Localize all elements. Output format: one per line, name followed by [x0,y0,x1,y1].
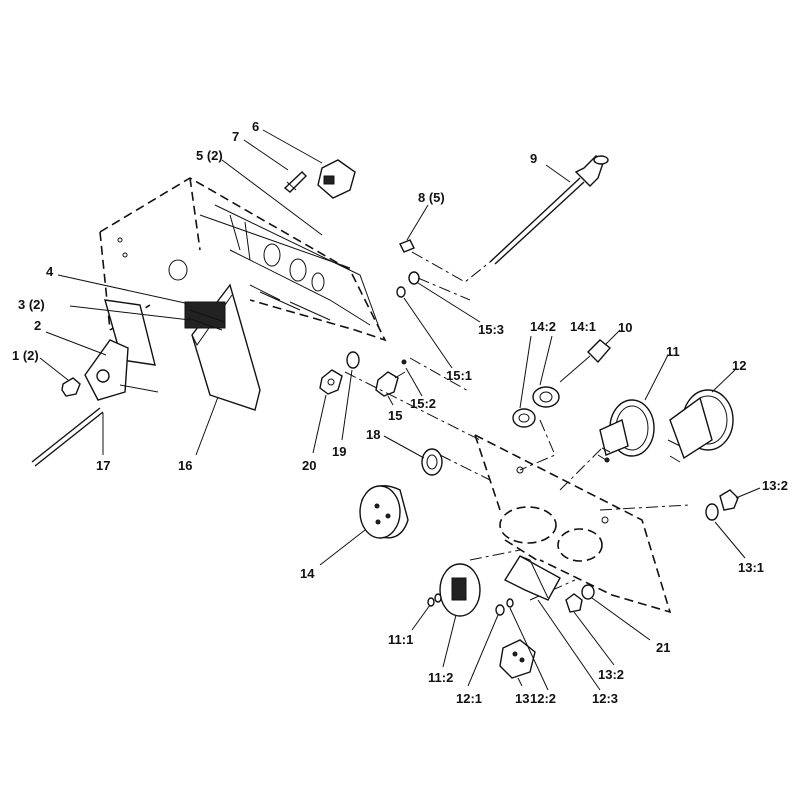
rod-17 [31,407,104,467]
washers-11-1 [427,593,442,607]
gauge-panel [474,434,672,614]
washer-19 [346,351,360,369]
callout-14: 14 [300,566,315,581]
nut-13-2-bottom [565,593,583,613]
ring-18 [421,448,443,476]
nut-20 [319,369,343,395]
bracket-3 [104,299,156,366]
callout-11-1: 11:1 [388,632,413,647]
circuit-board-16 [184,283,261,411]
callout-2: 2 [34,318,41,333]
callout-15-1: 15:1 [446,368,472,383]
callout-labels: 1 (2) 2 3 (2) 4 5 (2) 6 7 8 (5) 9 10 11 … [12,119,788,706]
callout-12-2: 12:2 [530,691,556,706]
knob-6 [317,159,356,199]
callout-10: 10 [618,320,632,335]
callout-11-2: 11:2 [428,670,453,685]
callout-14-2: 14:2 [530,319,556,334]
washer-12-2 [506,598,514,608]
nut-13-2-top [719,489,739,511]
washer-15-2 [401,359,407,365]
block-13 [499,639,536,679]
flange-11-2 [439,563,481,617]
nut-1 [61,377,81,397]
callout-13-2-top: 13:2 [762,478,788,493]
gauge-12 [667,389,734,463]
switch-15 [375,371,406,397]
washer-14-2 [512,408,536,428]
callout-18: 18 [366,427,380,442]
callout-15-3: 15:3 [478,322,504,337]
callout-21: 21 [656,640,670,655]
leader-lines [39,129,761,691]
callout-7: 7 [232,129,239,144]
gauge-housing-14 [359,485,409,539]
nut-8 [399,239,415,253]
callout-9: 9 [530,151,537,166]
nut-14-1 [532,386,560,408]
callout-15: 15 [388,408,402,423]
callout-5: 5 (2) [196,148,223,163]
washer-15-1 [396,286,406,298]
callout-13-1: 13:1 [738,560,764,575]
callout-20: 20 [302,458,316,473]
washer-21 [581,584,595,600]
callout-12-3: 12:3 [592,691,618,706]
bolt-7 [283,171,307,193]
washer-12-1 [495,604,505,616]
choke-cable-9 [489,155,609,265]
callout-8: 8 (5) [418,190,445,205]
lamp-10 [559,339,612,383]
callout-6: 6 [252,119,259,134]
lever-2 [84,339,159,401]
callout-13: 13 [515,691,529,706]
callout-14-1: 14:1 [570,319,596,334]
bracket-12-3 [503,555,561,601]
callout-16: 16 [178,458,192,473]
callout-4: 4 [46,264,54,279]
callout-13-2-bottom: 13:2 [598,667,624,682]
callout-17: 17 [96,458,110,473]
gauge-11 [597,399,655,463]
callout-1: 1 (2) [12,348,39,363]
washer-13-1 [705,503,719,521]
callout-12: 12 [732,358,746,373]
callout-11: 11 [666,344,680,359]
callout-15-2: 15:2 [410,396,436,411]
callout-3: 3 (2) [18,297,45,312]
callout-12-1: 12:1 [456,691,482,706]
callout-19: 19 [332,444,346,459]
spacer-15-3 [408,271,420,285]
